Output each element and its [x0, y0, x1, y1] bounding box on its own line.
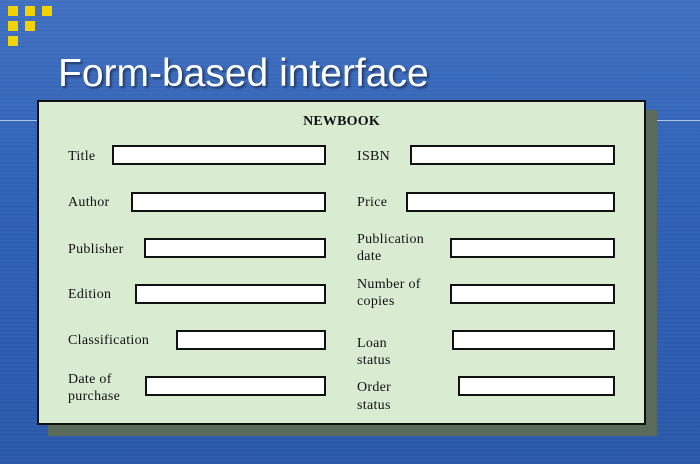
date-of-purchase-field[interactable]	[145, 376, 326, 396]
publication-date-field[interactable]	[450, 238, 615, 258]
price-field[interactable]	[406, 192, 615, 212]
publisher-field[interactable]	[144, 238, 326, 258]
classification-field[interactable]	[176, 330, 326, 350]
publication-date-label-line1: Publication	[357, 232, 425, 247]
order-status-field[interactable]	[458, 376, 615, 396]
isbn-field[interactable]	[410, 145, 615, 165]
slide-title: Form-based interface	[58, 52, 429, 95]
form-heading: NEWBOOK	[303, 114, 380, 129]
author-label: Author	[68, 195, 110, 210]
publication-date-label-line2: date	[357, 249, 382, 264]
loan-status-field[interactable]	[452, 330, 615, 350]
title-field[interactable]	[112, 145, 326, 165]
number-of-copies-label-line2: copies	[357, 294, 395, 309]
logo-squares-icon	[8, 6, 58, 50]
title-label: Title	[68, 149, 96, 164]
new-book-form: NEWBOOK Title Author Publisher Edition C…	[37, 100, 646, 425]
author-field[interactable]	[131, 192, 326, 212]
publisher-label: Publisher	[68, 242, 124, 257]
number-of-copies-label-line1: Number of	[357, 277, 421, 292]
order-status-label-line1: Order	[357, 380, 392, 395]
price-label: Price	[357, 195, 388, 210]
date-of-purchase-label-line2: purchase	[68, 389, 121, 404]
order-status-label-line2: status	[357, 398, 391, 413]
loan-status-label-line2: status	[357, 353, 391, 368]
edition-field[interactable]	[135, 284, 326, 304]
loan-status-label-line1: Loan	[357, 336, 387, 351]
edition-label: Edition	[68, 287, 112, 302]
isbn-label: ISBN	[357, 149, 391, 164]
number-of-copies-field[interactable]	[450, 284, 615, 304]
date-of-purchase-label-line1: Date of	[68, 372, 112, 387]
classification-label: Classification	[68, 333, 150, 348]
